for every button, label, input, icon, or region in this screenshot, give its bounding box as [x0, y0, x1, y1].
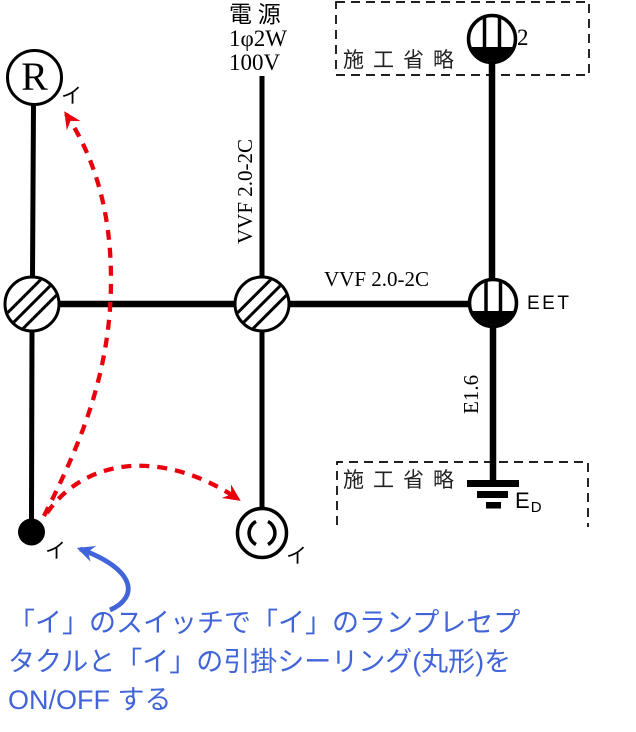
power-supply-line2: 1φ2W — [229, 26, 287, 51]
note-text: 「イ」のスイッチで「イ」のランプレセプ タクルと「イ」の引掛シーリング(丸形)を… — [8, 604, 520, 720]
ceiling-light-inner-arcs — [247, 519, 277, 547]
note-line-3: ON/OFF する — [8, 685, 172, 715]
circuit-label-receptacle: イ — [61, 84, 82, 108]
cable-label-branch: VVF 2.0-2C — [324, 267, 430, 291]
outlet-count-label: 2 — [517, 25, 529, 50]
omission-box-bottom — [336, 461, 589, 527]
ceiling-light-circle — [235, 506, 289, 560]
outlet-eet-label: EET — [527, 293, 572, 314]
junction-box-center — [233, 275, 291, 333]
omission-box-top — [335, 1, 590, 76]
arrow-switch-to-ceiling — [45, 463, 241, 515]
omission-box-borders — [335, 1, 590, 527]
omission-label-top: 施工省略 — [343, 48, 463, 72]
switch-symbol — [18, 518, 45, 546]
lamp-receptacle-symbol — [6, 49, 63, 106]
power-supply-label: 電 源 1φ2W 100V — [229, 3, 287, 75]
arrow-switch-to-receptacle — [42, 111, 114, 517]
relation-arrows — [42, 111, 241, 517]
omission-label-bottom: 施工省略 — [343, 468, 463, 492]
outlet-eet-symbol — [467, 277, 519, 329]
circuit-label-switch: イ — [45, 539, 66, 563]
cable-label-earth: E1.6 — [459, 374, 483, 414]
wire-receptacle-drop — [30, 102, 36, 279]
ground-label: ED — [515, 488, 543, 516]
ground-label-main: E — [515, 488, 531, 513]
cable-label-feed: VVF 2.0-2C — [233, 138, 257, 244]
note-line-1: 「イ」のスイッチで「イ」のランプレセプ — [8, 608, 521, 638]
power-supply-line1: 電 源 — [229, 2, 281, 27]
ground-label-sub: D — [530, 499, 543, 516]
outlet-eet-detail — [471, 281, 515, 325]
junction-box-left — [3, 275, 61, 333]
note-arrow — [76, 545, 131, 613]
wire-switch-drop — [29, 329, 35, 520]
note-line-2: タクルと「イ」の引掛シーリング(丸形)を — [8, 646, 512, 677]
outlet-double-detail — [470, 17, 514, 61]
ceiling-light-symbol — [235, 506, 289, 560]
ground-symbol — [467, 480, 519, 509]
circuit-label-ceiling: イ — [286, 544, 307, 568]
outlet-double-symbol — [466, 13, 518, 65]
junction-box-left-hatch — [6, 278, 58, 330]
junction-box-center-hatch — [236, 278, 288, 330]
power-supply-line3: 100V — [229, 50, 281, 75]
lamp-receptacle-letter: R — [21, 54, 48, 99]
